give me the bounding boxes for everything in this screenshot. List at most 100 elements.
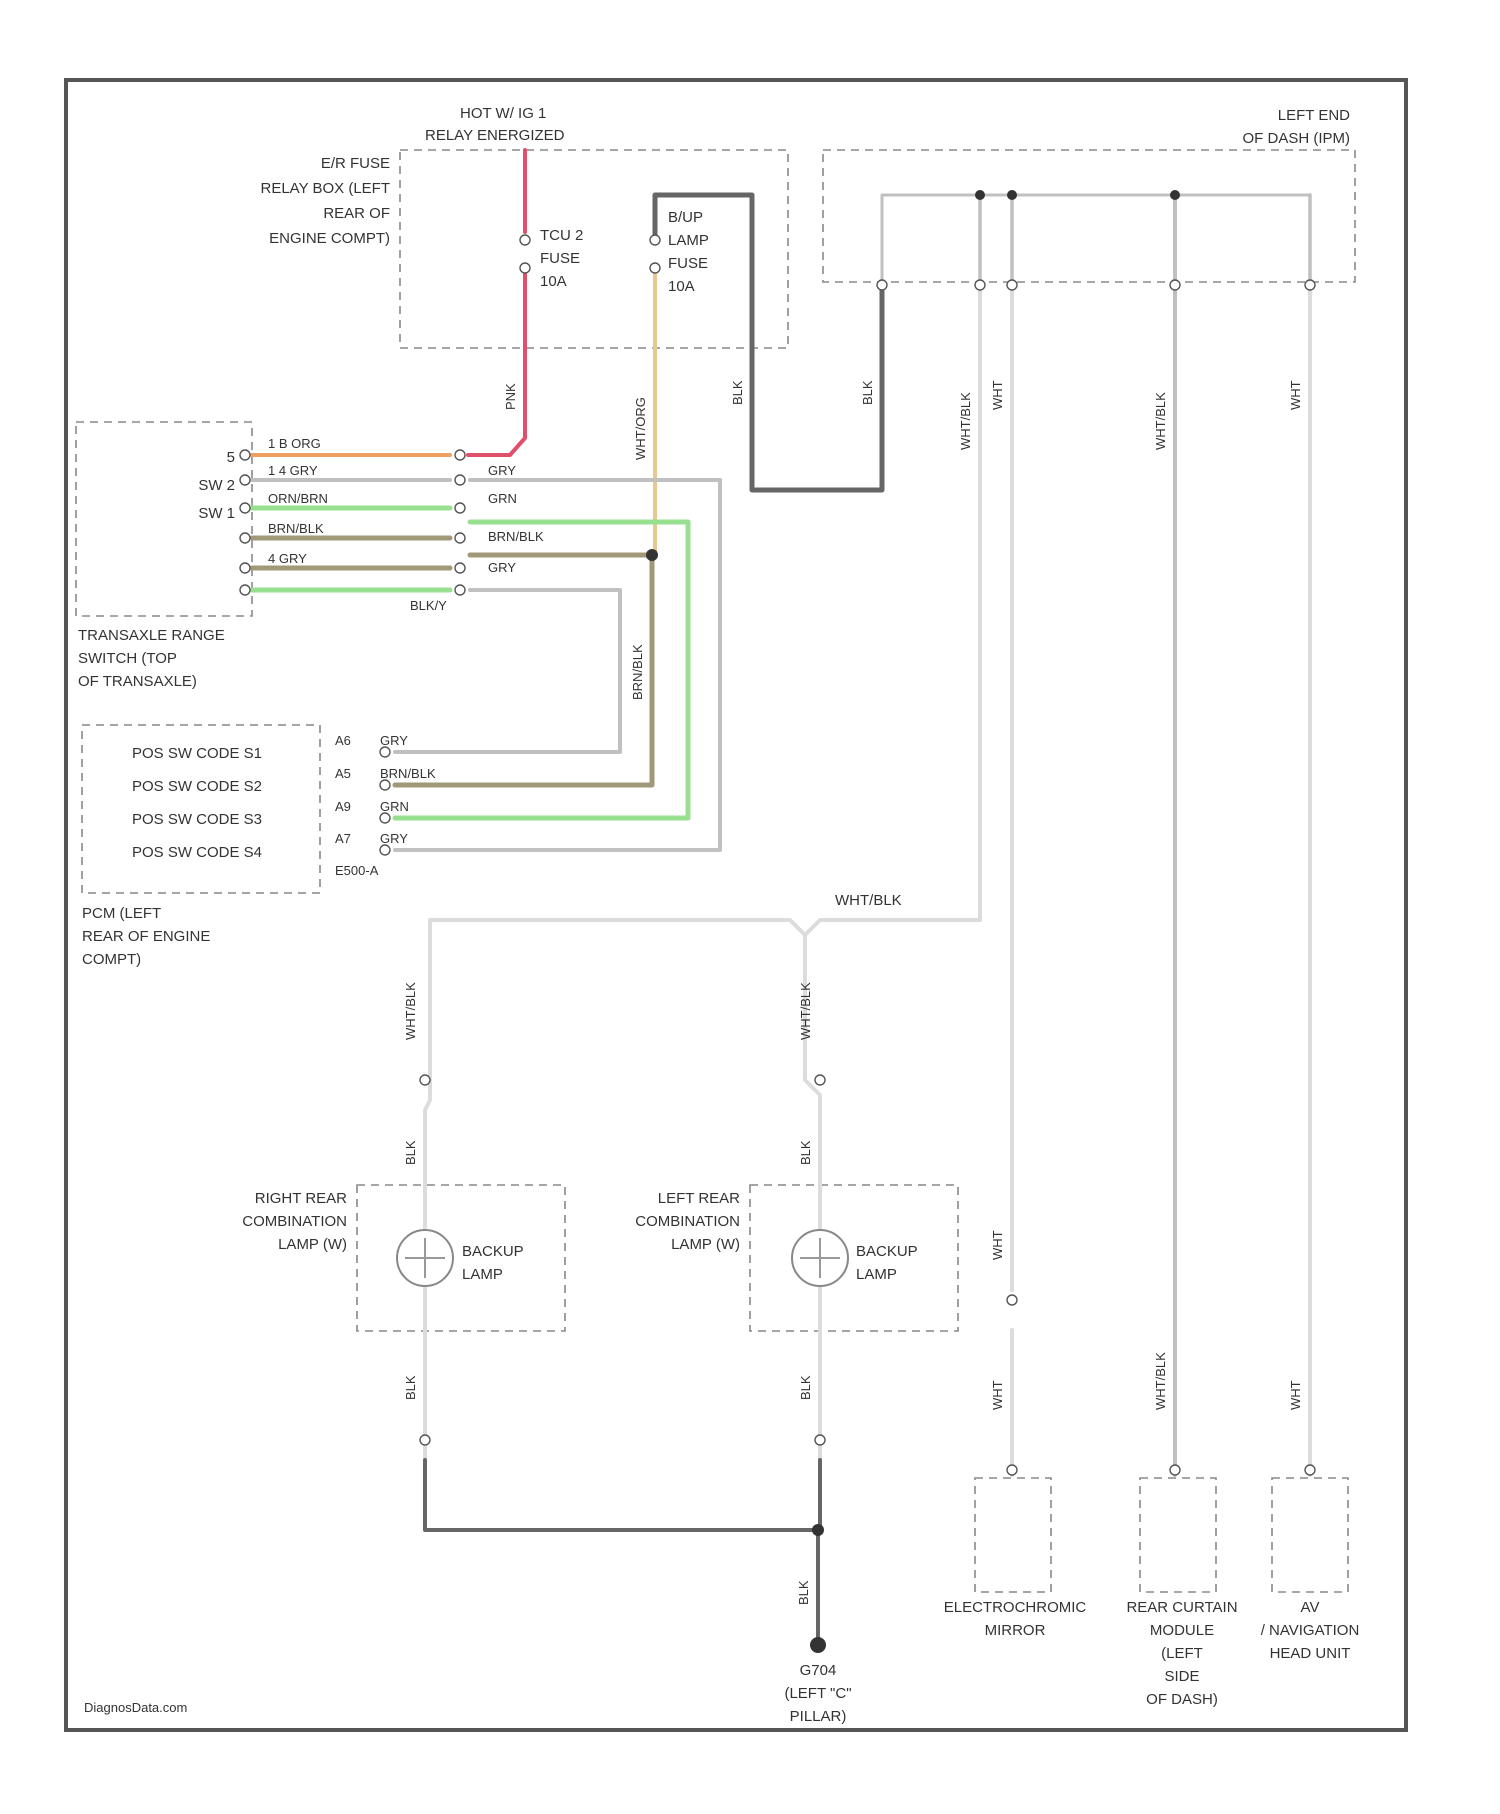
pcm-connector: E500-A <box>335 863 379 878</box>
fuse1-label-1: TCU 2 <box>540 227 583 244</box>
wire-label-blk-b: BLK <box>860 380 875 405</box>
splice-ipm-1 <box>975 190 985 200</box>
fuse1-label-2: FUSE <box>540 250 580 267</box>
left-lamp-bulb-1: BACKUP <box>856 1243 918 1260</box>
curtain-label-4: SIDE <box>1164 1668 1199 1685</box>
right-backup-bulb-icon <box>397 1230 453 1286</box>
splice-ground <box>812 1524 824 1536</box>
switch-pin-sw2: SW 2 <box>198 477 235 494</box>
left-lamp-bulb-2: LAMP <box>856 1266 897 1283</box>
ipm-label-1: LEFT END <box>1278 107 1350 124</box>
pcm-label-3: COMPT) <box>82 951 141 968</box>
ground-label-1: G704 <box>800 1662 837 1679</box>
splice-brnblk <box>646 549 658 561</box>
left-lamp-wire-bot: BLK <box>798 1375 813 1400</box>
fuse-relay-box <box>400 150 788 348</box>
switch-wire-left-4: BRN/BLK <box>268 521 324 536</box>
fuse-box-location-3: REAR OF <box>323 205 390 222</box>
right-lamp-label-3: LAMP (W) <box>278 1236 347 1253</box>
switch-pin-5: 5 <box>227 449 235 466</box>
nav-wire-label: WHT <box>1288 1380 1303 1410</box>
pcm-wire-4: GRY <box>380 831 408 846</box>
mirror-wire-label-2: WHT <box>990 1380 1005 1410</box>
pcm-pin-a7: A7 <box>335 831 351 846</box>
fuse2-label-4: 10A <box>668 278 695 295</box>
wire-label-brn-blk: BRN/BLK <box>630 644 645 700</box>
switch-label-1: TRANSAXLE RANGE <box>78 627 225 644</box>
pcm-input-s2: POS SW CODE S2 <box>132 778 262 795</box>
switch-bottom-label: BLK/Y <box>410 598 447 613</box>
pcm-wire-1: GRY <box>380 733 408 748</box>
wire-label-wht-2: WHT <box>1288 380 1303 410</box>
curtain-label-2: MODULE <box>1150 1622 1214 1639</box>
pcm-pin-a5: A5 <box>335 766 351 781</box>
wire-label-wht-org: WHT/ORG <box>633 397 648 460</box>
right-lamp-wire-bot: BLK <box>403 1375 418 1400</box>
left-lamp-label-2: COMBINATION <box>635 1213 740 1230</box>
pcm-pin-a9: A9 <box>335 799 351 814</box>
switch-wire-left-1: 1 B ORG <box>268 436 321 451</box>
wire-label-pnk: PNK <box>503 383 518 410</box>
switch-wire-right-2: GRN <box>488 491 517 506</box>
ground-wire-label: BLK <box>796 1580 811 1605</box>
curtain-wire-label: WHT/BLK <box>1153 1352 1168 1410</box>
ipm-bus <box>882 195 1310 285</box>
switch-wire-right-4: GRY <box>488 560 516 575</box>
diagram-border <box>66 80 1406 1730</box>
fuse-box-location-4: ENGINE COMPT) <box>269 230 390 247</box>
mirror-label-1: ELECTROCHROMIC <box>944 1599 1087 1616</box>
pcm-wire-3: GRN <box>380 799 409 814</box>
switch-wire-right-1: GRY <box>488 463 516 478</box>
curtain-label-5: OF DASH) <box>1146 1691 1218 1708</box>
switch-wire-left-3: ORN/BRN <box>268 491 328 506</box>
ipm-label-2: OF DASH (IPM) <box>1243 130 1351 147</box>
switch-label-3: OF TRANSAXLE) <box>78 673 197 690</box>
footer-watermark: DiagnosData.com <box>84 1700 187 1715</box>
fuse-box-location-2: RELAY BOX (LEFT <box>261 180 391 197</box>
wire-brnblk <box>252 538 652 785</box>
pcm-input-s1: POS SW CODE S1 <box>132 745 262 762</box>
left-backup-bulb-icon <box>792 1230 848 1286</box>
nav-label-1: AV <box>1301 1599 1320 1616</box>
pcm-pin-a6: A6 <box>335 733 351 748</box>
wire-gry-s1 <box>395 590 620 752</box>
pcm-label-1: PCM (LEFT <box>82 905 161 922</box>
fuse2-label-1: B/UP <box>668 209 703 226</box>
switch-wire-left-5: 4 GRY <box>268 551 307 566</box>
rear-curtain-box <box>1140 1478 1216 1592</box>
fuse2-label-3: FUSE <box>668 255 708 272</box>
splice-ipm-3 <box>1170 190 1180 200</box>
fuse1-label-3: 10A <box>540 273 567 290</box>
left-lamp-wire-mid: BLK <box>798 1140 813 1165</box>
pcm-wire-2: BRN/BLK <box>380 766 436 781</box>
switch-wire-right-3: BRN/BLK <box>488 529 544 544</box>
left-lamp-box <box>750 1185 958 1331</box>
ground-label-3: PILLAR) <box>790 1708 847 1725</box>
mirror-label-2: MIRROR <box>985 1622 1046 1639</box>
wire-label-wht-blk-mid: WHT/BLK <box>835 892 902 909</box>
left-lamp-wire-top: WHT/BLK <box>798 982 813 1040</box>
dash-ipm-box <box>823 150 1355 282</box>
hot-label-2: RELAY ENERGIZED <box>425 127 565 144</box>
left-lamp-label-1: LEFT REAR <box>658 1190 740 1207</box>
ground-point <box>810 1637 826 1653</box>
fuse2-label-2: LAMP <box>668 232 709 249</box>
wire-ground <box>425 1460 820 1640</box>
pcm-label-2: REAR OF ENGINE <box>82 928 210 945</box>
electrochromic-box <box>975 1478 1051 1592</box>
switch-pin-sw1: SW 1 <box>198 505 235 522</box>
nav-label-2: / NAVIGATION <box>1261 1622 1360 1639</box>
wire-label-blk-a: BLK <box>730 380 745 405</box>
wire-label-wht: WHT <box>990 380 1005 410</box>
pcm-input-s3: POS SW CODE S3 <box>132 811 262 828</box>
right-lamp-bulb-1: BACKUP <box>462 1243 524 1260</box>
nav-label-3: HEAD UNIT <box>1270 1645 1351 1662</box>
hot-label-1: HOT W/ IG 1 <box>460 105 546 122</box>
curtain-label-1: REAR CURTAIN <box>1126 1599 1237 1616</box>
left-lamp-label-3: LAMP (W) <box>671 1236 740 1253</box>
wire-label-wht-blk-2: WHT/BLK <box>1153 392 1168 450</box>
ground-label-2: (LEFT "C" <box>784 1685 851 1702</box>
splice-ipm-2 <box>1007 190 1017 200</box>
mirror-wire-label: WHT <box>990 1230 1005 1260</box>
